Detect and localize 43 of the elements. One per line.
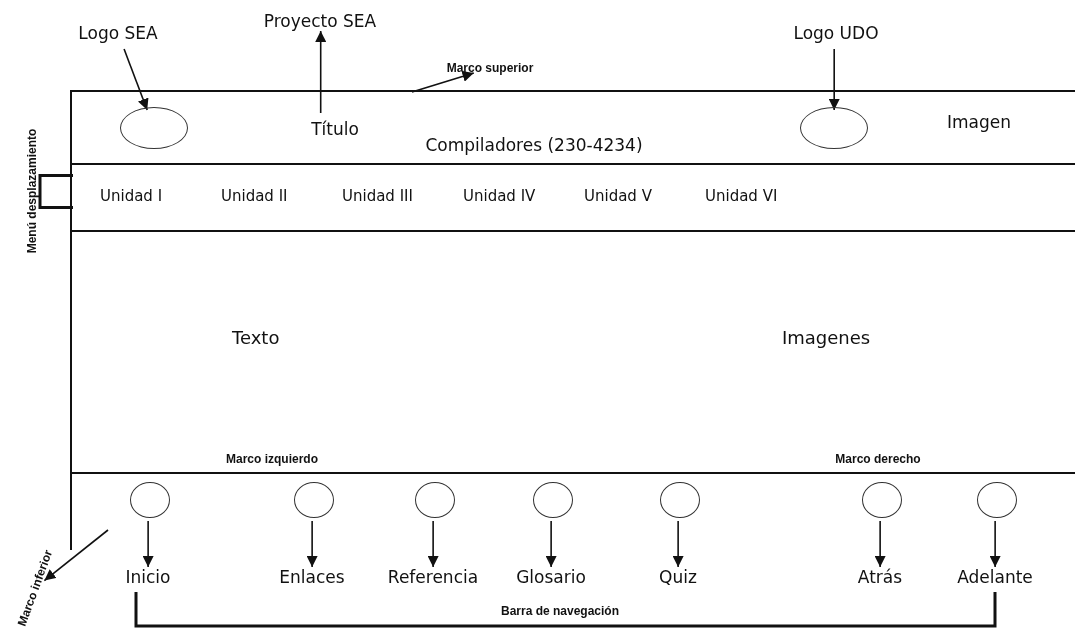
arrow	[874, 520, 886, 568]
arrow	[672, 520, 684, 568]
menu-item: Unidad III	[342, 187, 413, 205]
arrow	[545, 520, 557, 568]
label-text: Logo SEA	[68, 20, 168, 46]
label-text: Enlaces	[262, 564, 362, 590]
frame-label: Menú desplazamiento	[23, 91, 41, 291]
menu-item: Unidad V	[584, 187, 652, 205]
menu-item: Unidad IV	[463, 187, 536, 205]
label-text: Inicio	[98, 564, 198, 590]
label-text: Atrás	[830, 564, 930, 590]
menu-item: Unidad VI	[705, 187, 778, 205]
arrow	[315, 30, 327, 114]
arrow	[828, 48, 840, 111]
label-text: Adelante	[945, 564, 1045, 590]
bracket-connector	[38, 173, 75, 209]
label-text: Referencia	[383, 564, 483, 590]
frame-label: Marco derecho	[834, 452, 922, 466]
content-area	[70, 230, 1075, 472]
arrow	[43, 529, 109, 582]
label-text: Imagen	[934, 109, 1024, 135]
area-label: Texto	[232, 327, 280, 348]
arrow	[123, 48, 149, 111]
caption-label: Barra de navegación	[499, 604, 621, 618]
arrow	[306, 520, 318, 568]
label-text: Título	[300, 116, 370, 142]
arrow	[142, 520, 154, 568]
label-text: Compiladores (230-4234)	[424, 132, 644, 158]
area-label: Imagenes	[782, 327, 871, 348]
arrow	[411, 70, 475, 93]
menu-bar	[70, 163, 1075, 230]
label-text: Logo UDO	[786, 20, 886, 46]
frame-band	[70, 90, 1075, 164]
frame-band	[70, 472, 1075, 550]
frame-label: Marco izquierdo	[225, 452, 319, 466]
arrow	[989, 520, 1001, 568]
label-text: Glosario	[501, 564, 601, 590]
frame-label: Marco superior	[440, 60, 540, 76]
label-text: Quiz	[628, 564, 728, 590]
menu-item: Unidad I	[100, 187, 163, 205]
menu-item: Unidad II	[221, 187, 288, 205]
label-text: Proyecto SEA	[240, 8, 400, 34]
arrow	[427, 520, 439, 568]
